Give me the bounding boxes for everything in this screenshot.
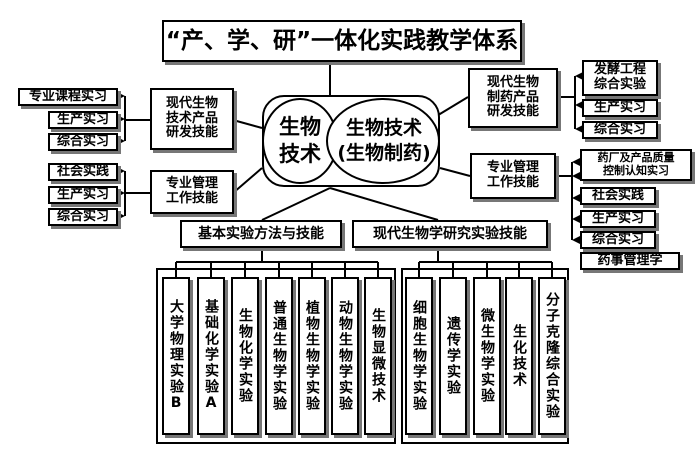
center-left-ellipse — [262, 98, 338, 184]
right-bottom-skill: 专业管理 工作技能 — [470, 153, 556, 199]
modern-courses-frame — [401, 268, 569, 444]
diagram-title: “产、学、研”一体化实践教学体系 — [162, 20, 522, 62]
right-top-item-0: 发酵工程 综合实验 — [582, 60, 658, 96]
left-bottom-skill: 专业管理 工作技能 — [150, 170, 234, 214]
modern-course-0: 细胞生物学实验 — [405, 277, 433, 435]
right-bottom-item-1: 社会实践 — [580, 187, 656, 205]
basic-courses-frame — [156, 268, 396, 444]
left-top-item-1: 生产实习 — [48, 111, 118, 129]
basic-course-4: 植物生物学实验 — [298, 277, 326, 435]
right-top-item-1: 生产实习 — [582, 99, 658, 117]
center-right-ellipse — [326, 98, 440, 184]
basic-course-6: 生物显微技术 — [364, 277, 392, 435]
left-top-item-2: 综合实习 — [48, 133, 118, 151]
basic-course-1: 基础化学实验A — [197, 277, 225, 435]
left-bottom-item-1: 生产实习 — [48, 186, 118, 204]
left-top-item-0: 专业课程实习 — [18, 88, 118, 106]
basic-course-5: 动物生物学实验 — [331, 277, 359, 435]
center-right-label: 生物技术 (生物制药) — [337, 117, 431, 164]
basic-course-0: 大学物理实验B — [162, 277, 190, 435]
modern-course-3: 生化技术 — [505, 277, 533, 435]
modern-course-1: 遗传学实验 — [439, 277, 467, 435]
center-left-label: 生物 技术 — [279, 114, 321, 166]
basic-methods-box: 基本实验方法与技能 — [180, 220, 342, 248]
right-bottom-item-4: 药事管理学 — [580, 252, 680, 270]
right-bottom-item-0: 药厂及产品质量 控制认知实习 — [580, 149, 692, 181]
right-bottom-item-3: 综合实习 — [580, 231, 656, 249]
left-bottom-item-0: 社会实践 — [48, 163, 118, 181]
basic-course-3: 普通生物学实验 — [265, 277, 293, 435]
right-bottom-item-2: 生产实习 — [580, 210, 656, 228]
modern-methods-box: 现代生物学研究实验技能 — [352, 220, 548, 248]
modern-course-2: 微生物学实验 — [473, 277, 501, 435]
right-top-item-2: 综合实习 — [582, 121, 658, 139]
basic-course-2: 生物化学实验 — [231, 277, 259, 435]
modern-course-4: 分子克隆综合实验 — [538, 277, 566, 435]
right-top-skill: 现代生物 制药产品 研发技能 — [468, 68, 558, 128]
left-bottom-item-2: 综合实习 — [48, 208, 118, 226]
left-top-skill: 现代生物 技术产品 研发技能 — [150, 88, 234, 150]
